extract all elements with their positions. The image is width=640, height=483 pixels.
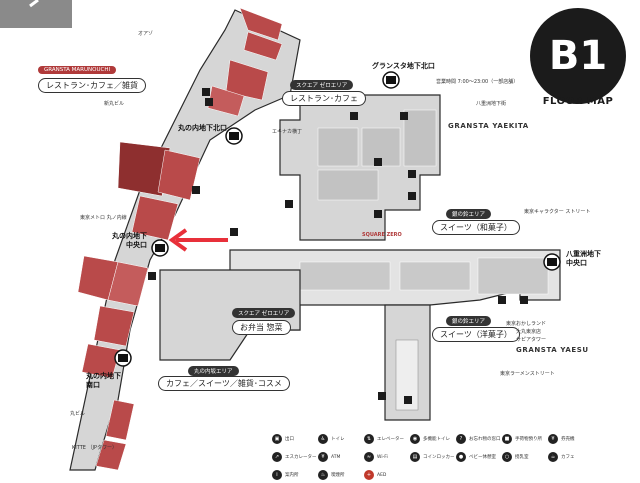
legend-item: ♿トイレ: [318, 434, 345, 444]
legend-item: ?お忘れ物の窓口: [456, 434, 501, 444]
shop-block: [107, 261, 149, 307]
info-icon: i: [272, 470, 282, 480]
nursing-icon: ○: [502, 452, 512, 462]
stairs: [395, 339, 419, 411]
ekinaka-yokocho-label: エキナカ横丁: [272, 129, 303, 135]
square-zero-bento-caption: スクエア ゼロエリア: [232, 308, 296, 318]
legend-item: ↗エスカレーター: [272, 452, 317, 462]
legend-item: ▤コインロッカー: [410, 452, 455, 462]
gransta-yaekita-brand: GRANSTA YAEKITA: [448, 122, 529, 130]
shop-block: [81, 343, 121, 379]
shop-block: [95, 439, 127, 471]
shop-block: [105, 399, 135, 441]
note-maru-bldg: 丸ビル: [70, 411, 86, 417]
exit-yaesu-central-label: 八重洲地下 中央口: [566, 250, 601, 267]
note-tokyo-metro: 東京メトロ 丸ノ内線: [80, 215, 127, 221]
exit-icon: [151, 239, 169, 257]
exit-icon: [543, 253, 561, 271]
exit-icon: [382, 71, 400, 89]
square-zero-caption: スクエア ゼロエリア: [290, 80, 354, 90]
legend-item: ▣出口: [272, 434, 294, 444]
cafe-icon: ☕: [548, 452, 558, 462]
lost-found-icon: ?: [456, 434, 466, 444]
bento-tag: お弁当 惣菜: [232, 320, 291, 335]
floor-badge: B1: [530, 8, 626, 104]
you-are-here-arrow: [168, 228, 228, 252]
shop-block-gray: [317, 169, 379, 201]
cafe-sweets-goods-cosme-tag: カフェ／スイーツ／雑貨･コスメ: [158, 376, 290, 391]
restaurant-cafe-goods-tag: レストラン･カフェ／雑貨: [38, 78, 146, 93]
note-ramen-street: 東京ラーメンストリート: [500, 371, 555, 377]
suzu-area-caption: 銀の鈴エリア: [446, 209, 492, 219]
note-sapukawa: サピアタワー: [516, 337, 547, 343]
legend-item: ♨喫煙所: [318, 470, 345, 480]
baby-icon: ●: [456, 452, 466, 462]
baggage-icon: ■: [502, 434, 512, 444]
legend-item: ≈Wi-Fi: [364, 452, 388, 462]
exit-icon: [225, 127, 243, 145]
exit-marunouchi-north-label: 丸の内地下北口: [178, 124, 227, 132]
floor-map-title: FLOOR MAP: [542, 96, 614, 107]
legend-item: ◉多機能トイレ: [410, 434, 450, 444]
back-button[interactable]: [0, 0, 72, 28]
shop-block: [239, 7, 283, 41]
sweets-yogashi-tag: スイーツ（洋菓子）: [432, 327, 520, 342]
shop-block: [243, 31, 283, 61]
gransta-yaesu-brand: GRANSTA YAESU: [516, 346, 589, 354]
map-legend: ▣出口 ♿トイレ ⇅エレベーター ◉多機能トイレ ?お忘れ物の窓口 ■手荷物預り…: [272, 428, 640, 483]
shop-block-gray: [399, 261, 471, 291]
shop-block: [93, 305, 135, 347]
sweets-wagashi-tag: スイーツ（和菓子）: [432, 220, 520, 235]
shop-block: [131, 195, 179, 241]
smoking-icon: ♨: [318, 470, 328, 480]
multipurpose-toilet-icon: ◉: [410, 434, 420, 444]
note-kitte: KITTE （JPタワー）: [72, 445, 118, 451]
note-character-street: 東京キャラクター ストリート: [524, 209, 591, 215]
elevator-icon: ⇅: [364, 434, 374, 444]
shop-block-gray: [299, 261, 391, 291]
legend-item: ■手荷物預り所: [502, 434, 542, 444]
square-zero-logo: SQUARE ZERO: [362, 232, 402, 238]
shop-block: [225, 59, 269, 101]
exit-marunouchi-central-label: 丸の内地下 中央口: [112, 232, 147, 249]
facility-icons: [148, 88, 528, 404]
exit-marunouchi-south-label: 丸の内地下 南口: [86, 372, 121, 389]
back-arrow-icon: [29, 0, 39, 8]
coin-locker-icon: ▤: [410, 452, 420, 462]
escalator-icon: ↗: [272, 452, 282, 462]
exit-icon: [114, 349, 132, 367]
train-exit-icon: ▣: [272, 434, 282, 444]
suzu-area-caption-2: 銀の鈴エリア: [446, 316, 492, 326]
shop-block-gray: [403, 109, 437, 167]
wifi-icon: ≈: [364, 452, 374, 462]
shop-block: [157, 149, 201, 201]
toilet-icon: ♿: [318, 434, 328, 444]
legend-item: ¥ATM: [318, 452, 340, 462]
legend-item: ○授乳室: [502, 452, 529, 462]
exit-gransta-north-label: グランスタ地下北口: [372, 62, 435, 70]
shop-block-gray: [317, 127, 359, 167]
atm-icon: ¥: [318, 452, 328, 462]
note-oazo: オアゾ: [138, 31, 154, 37]
marunouchi-area-caption: 丸の内坂エリア: [188, 366, 239, 376]
note-shin-maru-bldg: 新丸ビル: [104, 101, 125, 107]
shop-block-gray: [477, 257, 549, 295]
ticket-icon: ¥: [548, 434, 558, 444]
legend-item: ⇅エレベーター: [364, 434, 404, 444]
legend-item: ¥券売機: [548, 434, 575, 444]
note-hours: 営業時間 7:00～23:00（一部店舗）: [436, 79, 519, 85]
note-daimaru: 大丸東京店: [516, 329, 542, 335]
note-okashi-land: 東京おかしランド: [506, 321, 547, 327]
shop-block-large: [117, 141, 171, 197]
legend-item: +AED: [364, 470, 386, 480]
legend-item: ●ベビー休憩室: [456, 452, 496, 462]
legend-item: ☕カフェ: [548, 452, 575, 462]
granstra-marunouchi-caption: GRANSTA MARUNOUCHI: [38, 66, 117, 74]
aed-icon: +: [364, 470, 374, 480]
square-zero-restaurant-tag: レストラン･カフェ: [282, 91, 366, 106]
note-yaesu-chika: 八重洲地下街: [476, 101, 507, 107]
